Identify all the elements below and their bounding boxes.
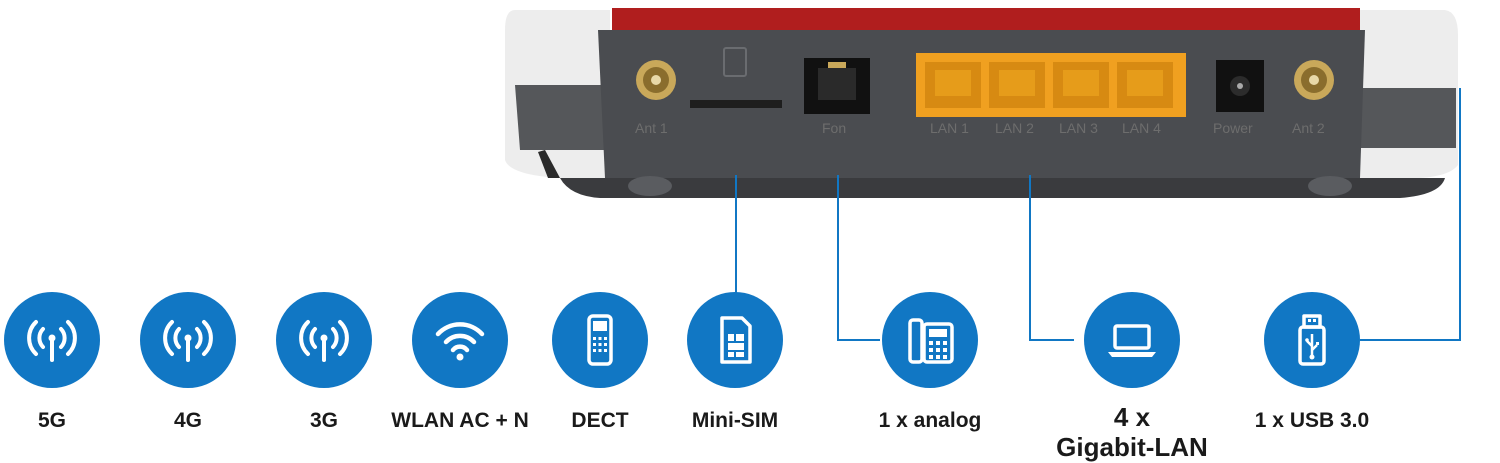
power-port — [1216, 60, 1264, 112]
router-foot-left — [628, 176, 672, 196]
feature-label-5g: 5G — [37, 409, 66, 432]
lan-port-2 — [989, 62, 1045, 108]
feature-label-dect: DECT — [571, 409, 629, 432]
connector-line-usb — [1360, 88, 1461, 341]
feature-label-analog: 1 x analog — [878, 409, 982, 432]
port-label-power: Power — [1213, 120, 1253, 136]
port-label-ant1: Ant 1 — [635, 120, 668, 136]
feature-label-lan: 4 x Gigabit-LAN — [1052, 402, 1212, 462]
feature-analog: 1 x analog — [860, 292, 1000, 434]
router-right-cap-dark — [1360, 88, 1456, 148]
feature-label-wlan: WLAN AC + N — [391, 409, 529, 432]
fon-port — [804, 58, 870, 114]
feature-5g: 5G — [0, 292, 122, 434]
laptop-icon — [1084, 292, 1180, 388]
feature-4g: 4G — [118, 292, 258, 434]
antenna-icon — [276, 292, 372, 388]
port-label-lan1: LAN 1 — [930, 120, 969, 136]
port-label-ant2: Ant 2 — [1292, 120, 1325, 136]
feature-label-usb: 1 x USB 3.0 — [1254, 409, 1370, 432]
router-foot-right — [1308, 176, 1352, 196]
router-left-slot — [538, 150, 560, 178]
port-label-fon: Fon — [822, 120, 847, 136]
feature-label-minisim: Mini-SIM — [691, 409, 779, 432]
feature-3g: 3G — [254, 292, 394, 434]
feature-label-lan-line1: 4 x — [1113, 402, 1151, 432]
feature-lan: 4 x Gigabit-LAN — [1052, 292, 1212, 462]
router-top-red — [612, 8, 1360, 34]
feature-usb: 1 x USB 3.0 — [1242, 292, 1382, 434]
sim-slot-marker — [723, 47, 747, 77]
feature-label-3g: 3G — [309, 409, 338, 432]
connector-line-lan — [1029, 175, 1074, 341]
lan-port-4 — [1117, 62, 1173, 108]
sim-card-icon — [687, 292, 783, 388]
antenna-icon — [4, 292, 100, 388]
port-label-lan2: LAN 2 — [995, 120, 1034, 136]
port-label-lan4: LAN 4 — [1122, 120, 1161, 136]
antenna-icon — [140, 292, 236, 388]
feature-minisim: Mini-SIM — [665, 292, 805, 434]
port-label-lan3: LAN 3 — [1059, 120, 1098, 136]
router-base — [560, 178, 1445, 198]
feature-label-lan-line2: Gigabit-LAN — [1056, 432, 1208, 462]
connector-line-analog — [837, 175, 880, 341]
desk-phone-icon — [882, 292, 978, 388]
feature-wlan: WLAN AC + N — [390, 292, 530, 434]
antenna-port-2 — [1294, 60, 1334, 100]
feature-dect: DECT — [530, 292, 670, 434]
cordless-phone-icon — [552, 292, 648, 388]
wifi-icon — [412, 292, 508, 388]
feature-label-4g: 4G — [173, 409, 202, 432]
sim-slot — [690, 100, 782, 108]
usb-stick-icon — [1264, 292, 1360, 388]
lan-port-3 — [1053, 62, 1109, 108]
lan-port-1 — [925, 62, 981, 108]
antenna-port-1 — [636, 60, 676, 100]
router-left-cap-dark — [515, 85, 610, 150]
